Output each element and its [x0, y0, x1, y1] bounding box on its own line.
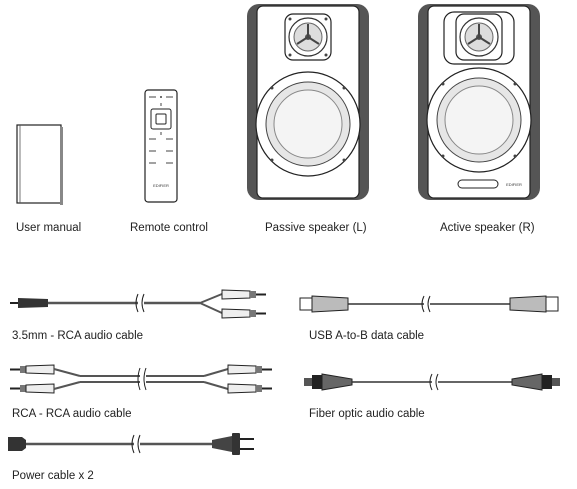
- cable-usb-illustration: [299, 291, 560, 317]
- user-manual-label: User manual: [16, 222, 82, 234]
- user-manual-illustration: [16, 124, 64, 206]
- remote-control-label: Remote control: [130, 222, 208, 234]
- cable-35mm-rca-label: 3.5mm - RCA audio cable: [12, 330, 144, 342]
- passive-speaker-illustration: [245, 2, 371, 202]
- cable-optical-illustration: [304, 370, 564, 394]
- active-speaker-label: Active speaker (R): [440, 222, 535, 234]
- cable-usb-label: USB A-to-B data cable: [309, 330, 425, 342]
- cable-35mm-rca-illustration: [10, 286, 270, 322]
- cable-power-illustration: [8, 431, 272, 457]
- cable-rca-rca-illustration: [10, 361, 274, 397]
- cable-power-label: Power cable x 2: [12, 470, 94, 482]
- cable-optical-label: Fiber optic audio cable: [309, 408, 425, 420]
- cable-rca-rca-label: RCA - RCA audio cable: [12, 408, 132, 420]
- remote-logo: EDIFIER: [153, 183, 169, 188]
- speaker-logo: EDIFIER: [506, 182, 522, 187]
- remote-control-illustration: EDIFIER: [144, 89, 178, 203]
- passive-speaker-label: Passive speaker (L): [265, 222, 367, 234]
- active-speaker-illustration: EDIFIER: [416, 2, 542, 202]
